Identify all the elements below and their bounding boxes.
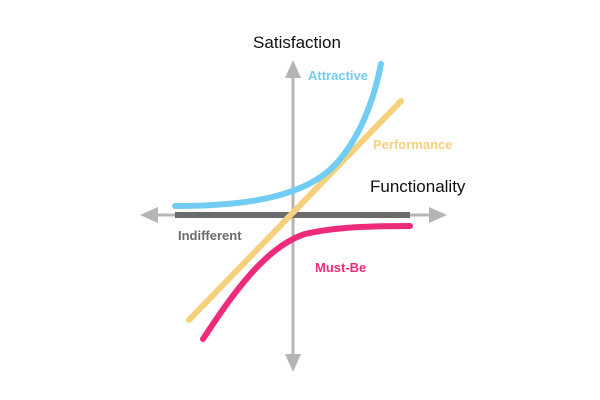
must-be-curve — [200, 223, 413, 342]
attractive-label: Attractive — [308, 68, 368, 83]
attractive-curve — [172, 61, 384, 209]
down-arrow-icon — [285, 354, 301, 372]
indifferent-label: Indifferent — [178, 228, 242, 243]
performance-curve — [186, 98, 404, 323]
up-arrow-icon — [285, 60, 301, 78]
must-be-label: Must-Be — [315, 260, 366, 275]
functionality-axis-title: Functionality — [370, 177, 466, 196]
left-arrow-icon — [140, 207, 158, 223]
right-arrow-icon — [429, 207, 447, 223]
satisfaction-axis-title: Satisfaction — [253, 33, 341, 52]
performance-label: Performance — [373, 137, 452, 152]
